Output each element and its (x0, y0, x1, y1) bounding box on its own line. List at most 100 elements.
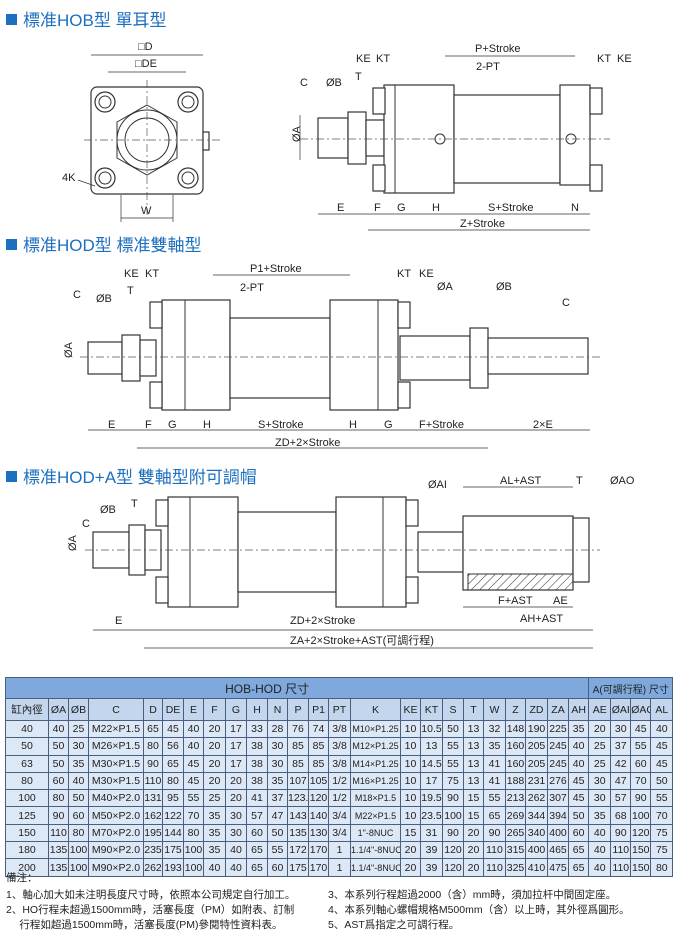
table-cell: 74 (308, 719, 329, 739)
table-cell: 148 (505, 719, 526, 739)
table-cell: M50×P2.0 (88, 806, 144, 825)
table-cell: M16×P1.25 (350, 771, 401, 791)
column-header: N (267, 698, 288, 721)
table-cell: 105 (308, 771, 329, 791)
label-f-stroke: F+Stroke (419, 419, 464, 431)
label-t-right: T (576, 475, 583, 487)
column-header: H (246, 698, 268, 721)
table-cell: 10 (400, 754, 421, 773)
table-cell: 205 (525, 754, 548, 773)
table-cell: 13 (463, 754, 484, 773)
table-cell: 340 (525, 823, 548, 843)
table-cell: 188 (505, 771, 526, 791)
table-cell: 60 (630, 754, 652, 773)
table-cell: 170 (308, 841, 329, 860)
table-cell: 80 (5, 771, 49, 791)
table-cell: 85 (287, 737, 309, 756)
table-cell: 41 (483, 771, 506, 791)
table-cell: 40 (5, 719, 49, 739)
table-cell: 3/8 (328, 754, 351, 773)
table-cell: 45 (567, 789, 590, 808)
table-cell: 13 (463, 771, 484, 791)
column-header: AH (567, 698, 590, 721)
label-n: N (571, 202, 579, 214)
column-header: P1 (308, 698, 329, 721)
table-cell: 135 (48, 841, 69, 860)
table-cell: 160 (505, 737, 526, 756)
table-cell: 245 (547, 754, 569, 773)
label-f: F (374, 202, 381, 214)
table-cell: 45 (650, 737, 674, 756)
note-1: 1、軸心加大如未注明長度尺寸時，依照本公司規定自行加工。 (6, 889, 296, 901)
label-kt-right: KT (397, 268, 411, 280)
table-cell: 38 (246, 771, 268, 791)
table-cell: M30×P1.5 (88, 754, 144, 773)
table-cell: M90×P2.0 (88, 841, 144, 860)
table-cell: 110 (483, 858, 506, 877)
label-de: □DE (135, 58, 157, 70)
table-cell: 25 (588, 754, 612, 773)
column-header: Z (505, 698, 526, 721)
table-cell: 135 (48, 858, 69, 877)
table-cell: 41 (483, 754, 506, 773)
table-cell: 65 (567, 841, 590, 860)
table-cell: 45 (650, 754, 674, 773)
table-cell: 65 (246, 841, 268, 860)
bullet-icon (6, 239, 17, 250)
table-cell: 10 (400, 789, 421, 808)
notes-left: 1、軸心加大如未注明長度尺寸時，依照本公司規定自行加工。 2、HO行程未超過15… (6, 888, 295, 933)
label-f: F (145, 419, 152, 431)
table-cell: 213 (505, 789, 526, 808)
table-cell: 110 (143, 771, 163, 791)
column-header: C (88, 698, 144, 721)
table-cell: 110 (483, 841, 506, 860)
column-header: S (442, 698, 464, 721)
table-cell: 65 (162, 754, 184, 773)
table-cell: 20 (203, 754, 226, 773)
label-d: □D (138, 41, 153, 53)
column-header: G (225, 698, 247, 721)
table-cell: 1.1/4"-8NUC (350, 841, 401, 860)
table-cell: 162 (143, 806, 163, 825)
table-cell: 1 (328, 841, 351, 860)
table-cell: 40 (588, 823, 612, 843)
table-cell: 110 (48, 823, 69, 843)
table-cell: 100 (68, 841, 89, 860)
table-cell: 150 (630, 841, 652, 860)
table-cell: 120 (308, 789, 329, 808)
label-al-ast: AL+AST (500, 475, 542, 487)
table-cell: 120 (442, 841, 464, 860)
table-cell: 122 (162, 806, 184, 825)
label-ae: AE (553, 595, 568, 607)
table-cell: 38 (246, 754, 268, 773)
table-cell: 85 (308, 737, 329, 756)
table-cell: 85 (287, 754, 309, 773)
table-cell: 40 (203, 858, 226, 877)
column-header: AE (588, 698, 612, 721)
table-cell: 225 (547, 719, 569, 739)
column-header: AL (650, 698, 674, 721)
table-cell: 55 (442, 754, 464, 773)
table-cell: 50 (5, 737, 49, 756)
label-s-stroke: S+Stroke (258, 419, 304, 431)
table-cell: 15 (463, 806, 484, 825)
label-2-pt: 2-PT (240, 282, 264, 294)
label-c: C (82, 518, 90, 530)
table-cell: 55 (630, 737, 652, 756)
table-cell: 20 (400, 841, 421, 860)
table-cell: 35 (567, 719, 590, 739)
table-cell: 40 (225, 858, 247, 877)
label-kt: KT (376, 53, 390, 65)
table-cell: 80 (650, 858, 674, 877)
table-cell: 344 (525, 806, 548, 825)
table-cell: M12×P1.25 (350, 737, 401, 756)
table-cell: 100 (183, 858, 204, 877)
table-cell: 170 (308, 858, 329, 877)
table-cell: 75 (442, 771, 464, 791)
table-cell: 40 (588, 841, 612, 860)
table-cell: 10 (400, 806, 421, 825)
label-c-right: C (562, 297, 570, 309)
title-text: 標准HOB型 單耳型 (23, 11, 167, 30)
table-cell: 130 (308, 823, 329, 843)
